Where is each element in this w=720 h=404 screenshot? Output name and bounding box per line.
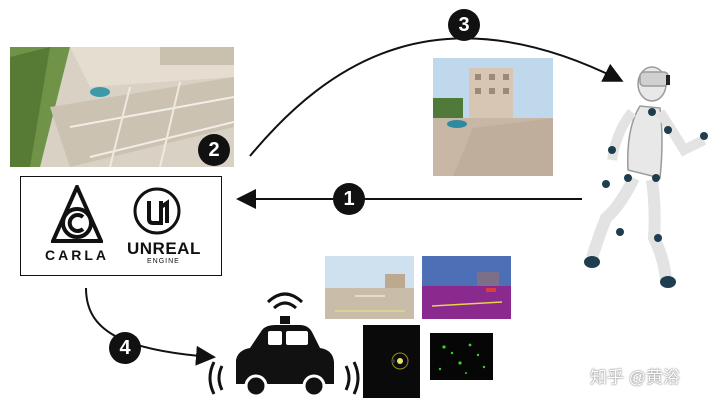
engine-label: ENGINE bbox=[147, 258, 180, 265]
vr-human-figure-icon bbox=[584, 66, 708, 288]
simulator-logo-box: CARLA UNREAL ENGINE bbox=[20, 176, 222, 276]
carla-label: CARLA bbox=[45, 247, 109, 263]
carla-logo-icon bbox=[51, 185, 103, 243]
sensor-segmentation-image bbox=[422, 256, 511, 319]
arrow-4 bbox=[85, 287, 216, 366]
step-2-badge: 2 bbox=[198, 134, 230, 166]
first-person-view-image bbox=[433, 58, 553, 176]
self-driving-car-icon bbox=[208, 292, 360, 398]
sensor-lidar-image bbox=[430, 333, 493, 380]
sensor-rgb-image bbox=[325, 256, 414, 319]
step-4-badge: 4 bbox=[109, 332, 141, 364]
unreal-label: UNREAL bbox=[127, 239, 201, 258]
watermark: 知乎 @黄浴 bbox=[590, 368, 680, 387]
sensor-depth-image bbox=[363, 325, 420, 398]
simulation-view-image bbox=[10, 47, 234, 167]
unreal-logo-icon bbox=[133, 187, 181, 235]
step-1-badge: 1 bbox=[333, 183, 365, 215]
arrow-3 bbox=[249, 37, 624, 157]
step-3-badge: 3 bbox=[448, 9, 480, 41]
